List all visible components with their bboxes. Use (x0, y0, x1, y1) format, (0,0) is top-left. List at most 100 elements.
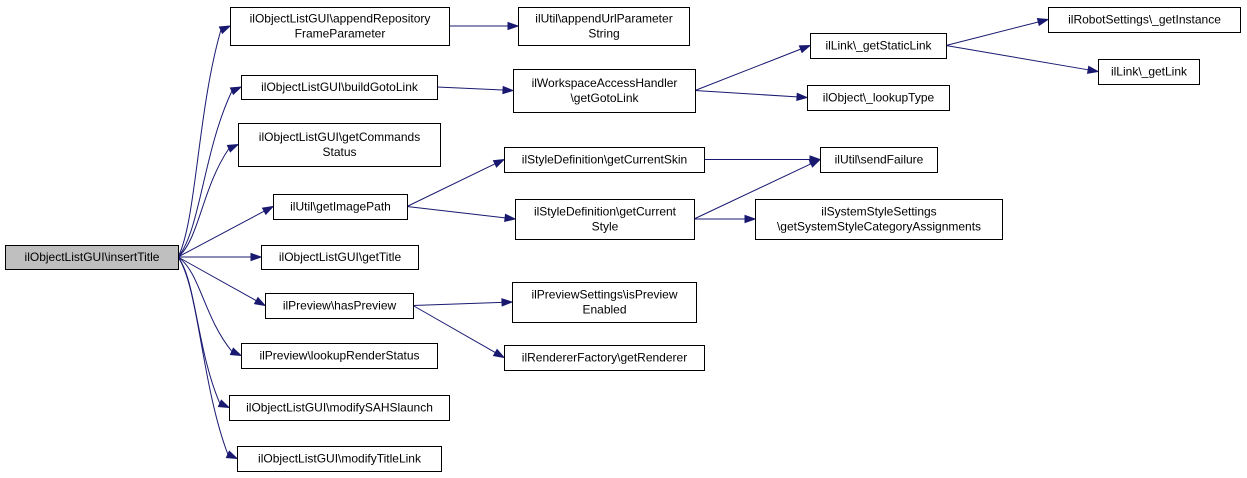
edge-line (694, 90, 798, 98)
node-box[interactable] (504, 147, 705, 173)
edge-line (177, 256, 233, 352)
node-ilsystemstylesettings-getsystemstylecategoryassignments[interactable]: ilSystemStyleSettings\getSystemStyleCate… (755, 199, 1003, 240)
node-box[interactable] (807, 85, 950, 111)
node-box[interactable] (755, 199, 1003, 240)
node-label: ilObjectListGUI\buildGotoLink (261, 80, 419, 94)
node-box[interactable] (229, 395, 450, 421)
arrowhead-icon (492, 348, 506, 359)
arrowhead-icon (261, 205, 275, 216)
node-label: ilObjectListGUI\getCommands (259, 130, 420, 144)
node-box[interactable] (515, 199, 695, 240)
node-label: ilLink\_getLink (1111, 65, 1188, 79)
node-label: ilLink\_getStaticLink (825, 39, 932, 53)
edge-layer (177, 18, 1100, 460)
node-label: FrameParameter (295, 27, 386, 41)
edge-n6-n15 (412, 305, 506, 359)
node-ilobjectlistgui-inserttitle[interactable]: ilObjectListGUI\insertTitle (5, 245, 179, 270)
edge-line (694, 48, 801, 91)
arrowhead-icon (1036, 18, 1050, 27)
arrowhead-icon (217, 399, 231, 409)
arrowhead-icon (229, 86, 243, 96)
node-box[interactable] (238, 123, 441, 167)
arrowhead-icon (229, 347, 243, 357)
edge-line (177, 256, 229, 455)
edge-n4-n13 (406, 206, 517, 222)
node-box[interactable] (265, 293, 414, 319)
node-box[interactable] (820, 147, 938, 173)
node-illink-getlink[interactable]: ilLink\_getLink (1098, 59, 1200, 85)
edge-line (406, 206, 506, 219)
node-ilpreview-lookuprenderstatus[interactable]: ilPreview\lookupRenderStatus (241, 343, 438, 369)
node-box[interactable] (237, 446, 442, 472)
node-label: ilObjectListGUI\appendRepository (250, 12, 431, 26)
node-label: String (588, 27, 619, 41)
arrowhead-icon (492, 158, 506, 168)
node-ilrobotsettings-getinstance[interactable]: ilRobotSettings\_getInstance (1048, 7, 1241, 33)
node-label: ilPreview\lookupRenderStatus (259, 349, 419, 363)
node-label: ilObject\_lookupType (823, 91, 935, 105)
node-box[interactable] (518, 7, 690, 46)
edge-n0-n7 (177, 256, 243, 357)
edge-line (412, 301, 503, 306)
node-box[interactable] (241, 75, 438, 100)
edge-n13-n18 (693, 158, 822, 220)
edge-n6-n14 (412, 298, 514, 307)
node-box[interactable] (230, 7, 450, 46)
node-ilutil-sendfailure[interactable]: ilUtil\sendFailure (820, 147, 938, 173)
node-box[interactable] (513, 69, 696, 113)
node-ilobjectlistgui-modifytitlelink[interactable]: ilObjectListGUI\modifyTitleLink (237, 446, 442, 472)
node-box[interactable] (1098, 59, 1200, 85)
edge-line (412, 305, 496, 353)
node-ilobjectlistgui-buildgotolink[interactable]: ilObjectListGUI\buildGotoLink (241, 75, 438, 100)
node-illink-getstaticlink[interactable]: ilLink\_getStaticLink (810, 33, 947, 59)
node-box[interactable] (261, 245, 419, 270)
node-box[interactable] (512, 282, 697, 323)
edge-n2-n11 (436, 85, 515, 95)
node-box[interactable] (241, 343, 438, 369)
edge-line (177, 148, 230, 258)
edge-line (945, 45, 1089, 71)
node-ilobjectlistgui-appendrepositoryframeparameter[interactable]: ilObjectListGUI\appendRepositoryFramePar… (230, 7, 450, 46)
node-ilobjectlistgui-modifysahslaunch[interactable]: ilObjectListGUI\modifySAHSlaunch (229, 395, 450, 421)
edge-line (945, 21, 1039, 46)
edge-line (406, 163, 496, 207)
arrowhead-icon (501, 298, 514, 307)
node-box[interactable] (5, 245, 179, 270)
edge-n0-n3 (177, 143, 240, 258)
node-ilstyledefinition-getcurrentskin[interactable]: ilStyleDefinition\getCurrentSkin (504, 147, 705, 173)
edge-n0-n5 (178, 252, 263, 262)
node-label: ilPreview\hasPreview (283, 299, 397, 313)
arrowhead-icon (808, 158, 822, 168)
arrowhead-icon (744, 214, 757, 224)
node-label: ilObjectListGUI\modifyTitleLink (258, 452, 422, 466)
node-ilpreview-haspreview[interactable]: ilPreview\hasPreview (265, 293, 414, 319)
edge-n0-n9 (177, 256, 239, 460)
node-ilrendererfactory-getrenderer[interactable]: ilRendererFactory\getRenderer (504, 345, 705, 371)
node-label: ilSystemStyleSettings (821, 205, 936, 219)
edge-n11-n17 (694, 90, 809, 102)
edge-n11-n16 (694, 44, 812, 91)
node-label: ilUtil\sendFailure (835, 153, 924, 167)
node-box[interactable] (810, 33, 947, 59)
node-box[interactable] (273, 194, 408, 220)
node-label: ilObjectListGUI\modifySAHSlaunch (246, 401, 433, 415)
node-ilutil-getimagepath[interactable]: ilUtil\getImagePath (273, 194, 408, 220)
node-box[interactable] (504, 345, 705, 371)
node-label: Enabled (582, 303, 626, 317)
node-ilobject-lookuptype[interactable]: ilObject\_lookupType (807, 85, 950, 111)
node-box[interactable] (1048, 7, 1241, 33)
node-label: ilRobotSettings\_getInstance (1068, 13, 1221, 27)
node-label: ilPreviewSettings\isPreview (531, 288, 677, 302)
edge-n13-n19 (694, 214, 757, 224)
edge-line (177, 256, 257, 302)
arrowhead-icon (226, 143, 240, 153)
node-ilworkspaceaccesshandler-getgotolink[interactable]: ilWorkspaceAccessHandler\getGotoLink (513, 69, 696, 113)
edge-n16-n20 (945, 18, 1050, 46)
node-label: ilRendererFactory\getRenderer (522, 351, 687, 365)
node-ilobjectlistgui-gettitle[interactable]: ilObjectListGUI\getTitle (261, 245, 419, 270)
